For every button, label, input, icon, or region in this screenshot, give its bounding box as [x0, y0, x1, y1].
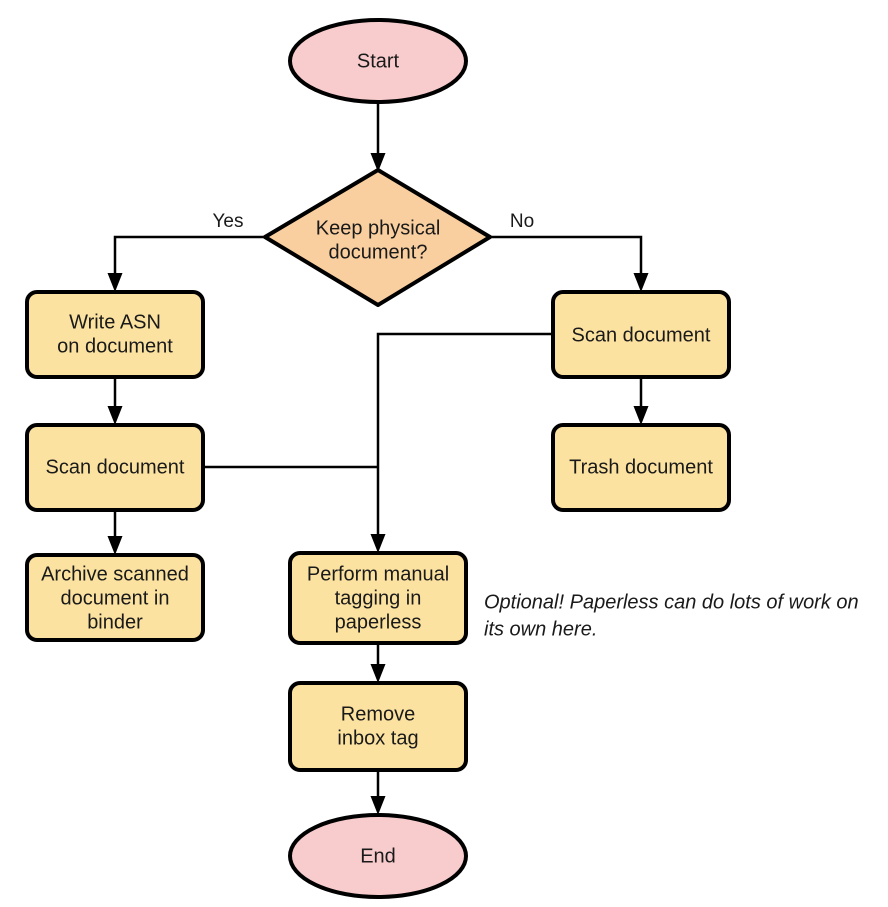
node-scan-document-right-label: Scan document	[572, 324, 711, 346]
arrowhead-icon	[107, 273, 123, 292]
arrowhead-icon	[107, 406, 123, 425]
process-box-shape	[288, 551, 468, 645]
node-trash-document-label: Trash document	[569, 456, 713, 478]
node-archive-scanned-document-in-binder[interactable]: Archive scanned document in binder	[25, 553, 205, 642]
arrowhead-icon	[370, 534, 386, 553]
annotation-note: Optional! Paperless can do lots of work …	[484, 591, 859, 640]
edge-line	[490, 235, 643, 282]
decision-diamond-shape	[263, 168, 492, 307]
start-terminator-shape	[288, 18, 468, 104]
process-box-shape	[25, 423, 205, 512]
node-archive-label-line3: binder	[87, 611, 143, 633]
process-box-shape	[288, 681, 468, 772]
node-start-label: Start	[357, 50, 400, 72]
node-end[interactable]: End	[288, 813, 468, 899]
edge-start-to-decision	[370, 102, 386, 172]
process-box-shape	[551, 290, 731, 379]
node-remove-inbox-label-line1: Remove	[341, 703, 415, 725]
edge-scan-left-to-archive	[107, 510, 123, 555]
edge-label-no: No	[510, 211, 534, 232]
node-decision-label-line2: document?	[329, 241, 428, 263]
node-decision-label-line1: Keep physical	[316, 217, 441, 239]
node-tagging-label-line2: tagging in	[335, 587, 422, 609]
node-tagging-label-line3: paperless	[335, 611, 422, 633]
process-box-shape	[25, 553, 205, 642]
arrowhead-icon	[107, 536, 123, 555]
edge-label-yes: Yes	[213, 211, 244, 232]
edge-layer	[107, 102, 649, 815]
edge-scan-right-to-tagging	[370, 332, 553, 553]
arrowhead-icon	[370, 153, 386, 172]
node-remove-inbox-label-line2: inbox tag	[337, 727, 418, 749]
arrowhead-icon	[370, 796, 386, 815]
node-scan-document-right[interactable]: Scan document	[551, 290, 731, 379]
node-decision-keep-physical-document[interactable]: Keep physical document?	[263, 168, 492, 307]
arrowhead-icon	[633, 273, 649, 292]
edge-scan-right-to-trash	[633, 377, 649, 425]
edge-write-asn-to-scan-left	[107, 377, 123, 425]
edge-line	[376, 332, 553, 543]
node-scan-document-left-label: Scan document	[46, 456, 185, 478]
node-write-asn-label-line1: Write ASN	[69, 311, 161, 333]
node-scan-document-left[interactable]: Scan document	[25, 423, 205, 512]
node-write-asn-on-document[interactable]: Write ASN on document	[25, 290, 205, 379]
arrowhead-icon	[633, 406, 649, 425]
end-terminator-shape	[288, 813, 468, 899]
node-archive-label-line1: Archive scanned	[41, 563, 189, 585]
node-perform-manual-tagging-in-paperless[interactable]: Perform manual tagging in paperless	[288, 551, 468, 645]
node-end-label: End	[360, 845, 396, 867]
edge-line	[113, 235, 265, 282]
edge-decision-to-scan-right	[490, 235, 649, 292]
edge-remove-inbox-to-end	[370, 770, 386, 815]
node-trash-document[interactable]: Trash document	[551, 423, 731, 512]
edge-decision-to-write-asn	[107, 235, 265, 292]
edge-tagging-to-remove-inbox	[370, 643, 386, 683]
process-box-shape	[551, 423, 731, 512]
node-remove-inbox-tag[interactable]: Remove inbox tag	[288, 681, 468, 772]
annotation-line-1: Optional! Paperless can do lots of work …	[484, 591, 859, 613]
annotation-line-2: its own here.	[484, 618, 597, 640]
node-tagging-label-line1: Perform manual	[307, 563, 449, 585]
node-start[interactable]: Start	[288, 18, 468, 104]
node-archive-label-line2: document in	[61, 587, 170, 609]
arrowhead-icon	[370, 664, 386, 683]
node-write-asn-label-line2: on document	[57, 335, 173, 357]
process-box-shape	[25, 290, 205, 379]
